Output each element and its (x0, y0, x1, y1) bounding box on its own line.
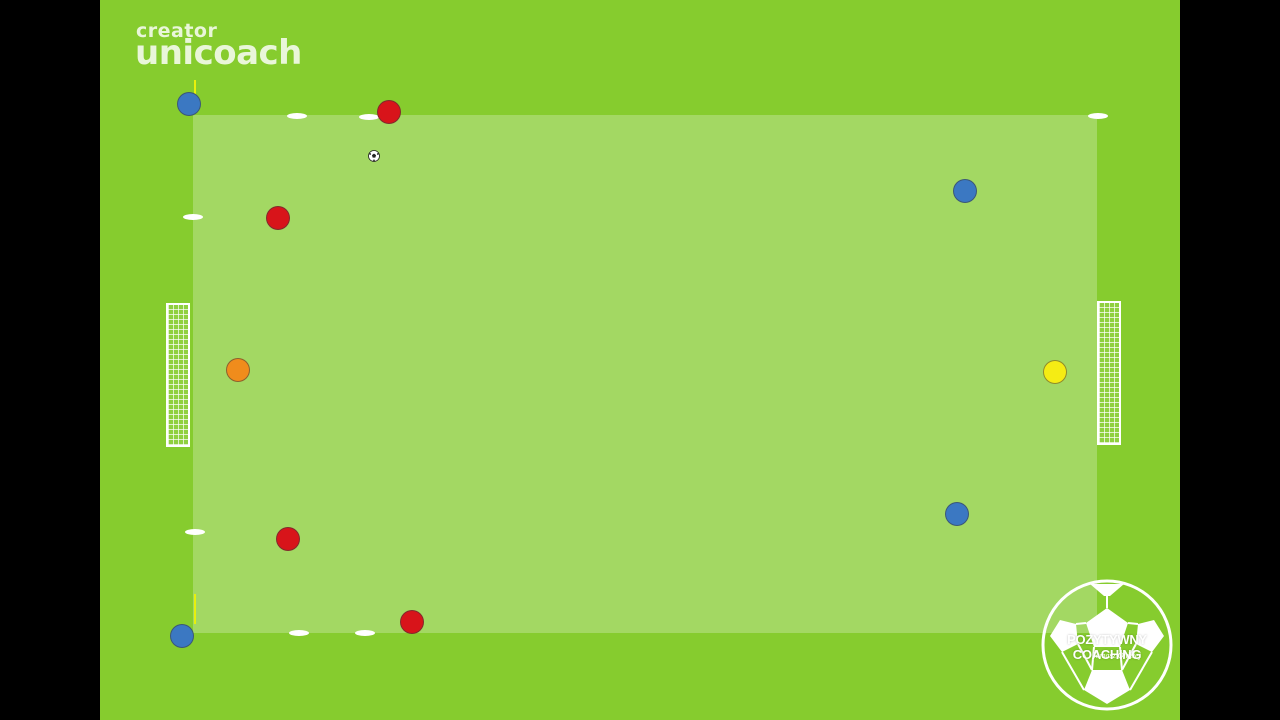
club-badge-author: Tomasz Ołdziej (1092, 651, 1141, 660)
cone (359, 114, 379, 120)
cone (183, 214, 203, 220)
goalkeeper-orange[interactable] (226, 358, 250, 382)
player-red[interactable] (400, 610, 424, 634)
cone (287, 113, 307, 119)
player-red[interactable] (276, 527, 300, 551)
goal-left (166, 303, 190, 447)
player-blue[interactable] (170, 624, 194, 648)
club-badge-title: POZYTYWNY COACHING (1067, 632, 1147, 662)
club-badge-logo (1041, 579, 1173, 711)
app-logo-text: unicoach (135, 33, 302, 73)
goal-right (1097, 301, 1121, 445)
player-blue[interactable] (177, 92, 201, 116)
goalkeeper-yellow[interactable] (1043, 360, 1067, 384)
player-red[interactable] (266, 206, 290, 230)
corner-flag-bottom-left (194, 594, 196, 624)
playing-area (193, 115, 1097, 633)
player-red[interactable] (377, 100, 401, 124)
creator-label: creator (136, 20, 218, 42)
player-blue[interactable] (945, 502, 969, 526)
cone (355, 630, 375, 636)
soccer-ball-icon[interactable] (368, 150, 380, 162)
cone (289, 630, 309, 636)
cone (1088, 113, 1108, 119)
cone (185, 529, 205, 535)
player-blue[interactable] (953, 179, 977, 203)
